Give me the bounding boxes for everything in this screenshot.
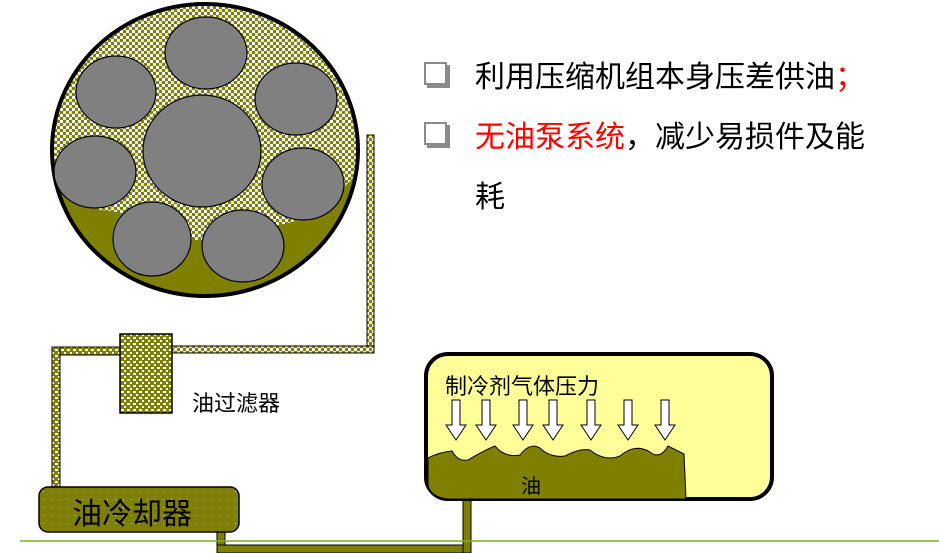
oil-label: 油 (521, 474, 541, 498)
square-bullet-icon (424, 122, 447, 145)
bullet-2-highlight: 无油泵系统 (475, 120, 625, 155)
bullet-1-text: 利用压缩机组本身压差供油 (475, 60, 835, 95)
bullet-1-suffix: ； (835, 60, 865, 95)
square-bullet-icon (424, 62, 447, 85)
compressor-cross-section (50, 2, 360, 298)
filter-label: 油过滤器 (192, 392, 281, 417)
cooler-label: 油冷却器 (72, 497, 192, 532)
pressure-arrows (445, 399, 676, 441)
tank-pressure-label: 制冷剂气体压力 (445, 375, 600, 400)
bullet-2-continuation: 耗 (475, 180, 505, 215)
rotor-circles (53, 16, 345, 283)
bullet-list: 利用压缩机组本身压差供油； 无油泵系统，减少易损件及能 耗 (424, 48, 934, 228)
bullet-item-2: 无油泵系统，减少易损件及能 耗 (424, 108, 934, 228)
oil-pipes (51, 134, 472, 553)
bullet-item-1: 利用压缩机组本身压差供油； (424, 48, 934, 108)
bullet-2-text: ，减少易损件及能 (625, 120, 865, 155)
oil-filter (119, 333, 173, 414)
oil-cooler (38, 486, 240, 533)
